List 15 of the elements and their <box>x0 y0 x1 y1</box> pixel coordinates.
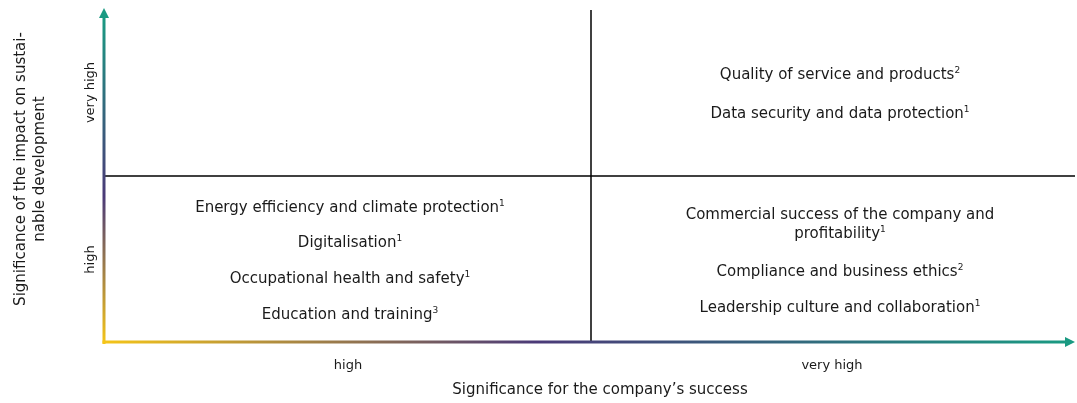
topic-label: Education and training$^{3}$ <box>260 305 440 324</box>
topic-label: Compliance and business ethics$^{2}$ <box>715 262 965 281</box>
axis-tick-label: high <box>332 356 364 374</box>
axis-title: Significance of the impact on sustai- nable development <box>11 31 49 308</box>
axis-tick-label: very high <box>800 356 864 374</box>
topic-label: Commercial success of the company and profitability$^{1}$ <box>684 205 996 243</box>
axis-tick-label: high <box>80 244 98 276</box>
topic-label: Data security and data protection$^{1}$ <box>709 104 971 123</box>
topic-label: Quality of service and products$^{2}$ <box>718 65 962 84</box>
topic-label: Leadership culture and collaboration$^{1}$ <box>698 298 982 317</box>
axis-tick-label: very high <box>80 60 98 126</box>
topic-label: Digitalisation$^{1}$ <box>296 233 404 252</box>
axis-title: Significance for the company’s success <box>451 380 749 399</box>
topic-label: Occupational health and safety$^{1}$ <box>228 269 472 288</box>
topic-label: Energy efficiency and climate protection$^{1}$ <box>194 198 506 217</box>
